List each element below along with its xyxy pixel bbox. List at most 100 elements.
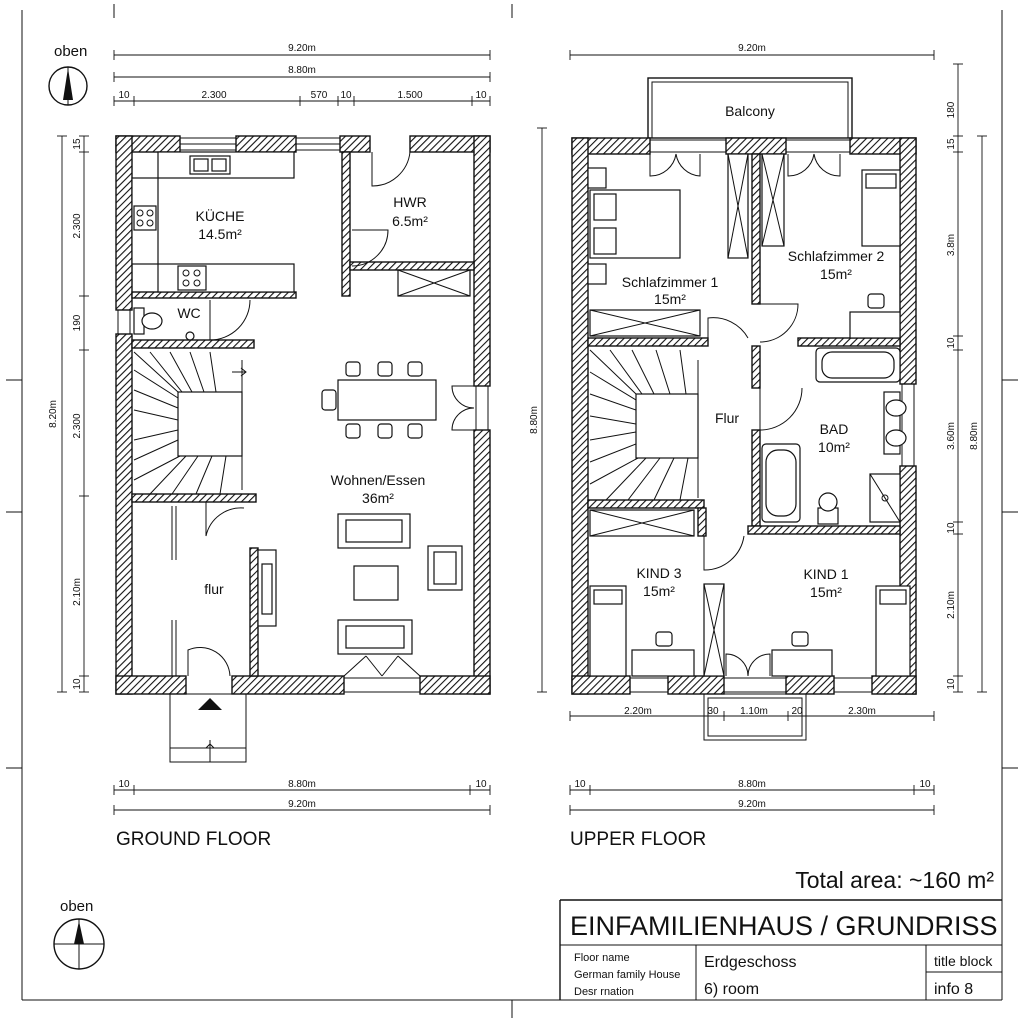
gf-terrace-door	[451, 385, 475, 431]
north-arrow-top: oben	[48, 43, 88, 106]
gf-windows	[117, 137, 489, 693]
gf-dim-seg-3: 570	[311, 90, 328, 101]
uf-room-kind3-name: KIND 3	[636, 565, 681, 581]
gf-room-wohnen-area: 36m²	[362, 490, 394, 506]
gf-dims-bottom: 10 8.80m 10 9.20m	[113, 779, 491, 815]
uf-dim-bottom-right: 10	[919, 779, 931, 790]
title-block-right-top: title block	[934, 953, 993, 969]
gf-dim-overall: 9.20m	[288, 43, 316, 54]
uf-dim-right-seg-3: 3.8m	[946, 234, 957, 256]
gf-room-wohnen-name: Wohnen/Essen	[331, 472, 426, 488]
uf-stairs	[589, 349, 699, 501]
gf-dim-bottom-left: 10	[118, 779, 130, 790]
uf-interior-walls	[587, 153, 901, 537]
gf-room-kueche-area: 14.5m²	[198, 226, 242, 242]
upper-floor-plan: 9.20m 8.80m 180 15 3.8m 10 3.60m 10	[529, 43, 987, 850]
title-block-title: EINFAMILIENHAUS / GRUNDRISS	[570, 911, 998, 941]
title-block-right-bottom: info 8	[934, 981, 973, 998]
ground-floor-plan: 9.20m 8.80m 10 2.300 570 10 1.500 10 8	[48, 43, 491, 850]
gf-dim-seg-1: 10	[118, 90, 130, 101]
uf-dim-below-3: 1.10m	[740, 706, 768, 717]
gf-kitchen-fixtures	[131, 151, 295, 293]
gf-dim-left-seg-2: 2.300	[72, 213, 83, 238]
gf-dim-seg-5: 1.500	[397, 90, 422, 101]
uf-dim-below-2: 30	[707, 706, 719, 717]
uf-kind1-furniture	[725, 585, 911, 677]
uf-dim-right-seg-1: 180	[946, 101, 957, 118]
uf-dim-bottom-overall: 9.20m	[738, 799, 766, 810]
uf-dim-right-seg-8: 10	[946, 678, 957, 690]
ground-floor-dims-left: 8.20m 15 2.300 190 2.300 2.10m 10	[48, 135, 89, 693]
gf-room-kueche-name: KÜCHE	[195, 207, 244, 224]
uf-kind3-furniture	[589, 509, 695, 677]
uf-room-bad-area: 10m²	[818, 439, 850, 455]
gf-living-furniture	[337, 513, 463, 677]
gf-dim-left-seg-1: 15	[72, 138, 83, 150]
uf-dim-right-seg-2: 15	[946, 138, 957, 150]
gf-dim-left-seg-4: 2.300	[72, 413, 83, 438]
title-block-floor-name: Erdgeschoss	[704, 954, 797, 971]
north-arrow-bottom: oben	[53, 898, 105, 970]
uf-room-kind3-area: 15m²	[643, 583, 675, 599]
gf-dim-left-seg-3: 190	[72, 314, 83, 331]
uf-dim-below-1: 2.20m	[624, 706, 652, 717]
uf-dims-below: 2.20m 30 1.10m 20 2.30m	[569, 706, 935, 721]
gf-wc-fixtures	[133, 299, 251, 341]
uf-room-sz1-area: 15m²	[654, 291, 686, 307]
uf-dim-right-seg-7: 2.10m	[946, 591, 957, 619]
gf-dim-bottom-right: 10	[475, 779, 487, 790]
gf-dim-left-overall: 8.20m	[48, 400, 59, 428]
uf-room-sz2-area: 15m²	[820, 266, 852, 282]
gf-dim-left-seg-6: 10	[72, 678, 83, 690]
uf-dim-below-4: 20	[791, 706, 803, 717]
gf-dim-inner: 8.80m	[288, 65, 316, 76]
uf-dim-right-seg-6: 10	[946, 522, 957, 534]
uf-room-kind1-name: KIND 1	[803, 566, 848, 582]
uf-room-kind1-area: 15m²	[810, 584, 842, 600]
total-area: Total area: ~160 m²	[795, 867, 994, 893]
gf-dim-left-seg-5: 2.10m	[72, 578, 83, 606]
uf-room-flur-name: Flur	[715, 410, 739, 426]
title-block: EINFAMILIENHAUS / GRUNDRISS Floor name G…	[559, 899, 1002, 1000]
uf-bedroom-2-furniture	[759, 153, 901, 343]
uf-flur-doors	[703, 387, 803, 677]
title-block-label-3: Desr rnation	[574, 986, 634, 998]
gf-hwr-fixtures	[351, 151, 471, 297]
uf-bathroom-fixtures	[761, 347, 907, 525]
gf-room-wc-name: WC	[177, 305, 200, 321]
north-arrow-bottom-label: oben	[60, 898, 93, 915]
gf-dim-seg-4: 10	[340, 90, 352, 101]
ground-floor-label: GROUND FLOOR	[116, 829, 271, 850]
ground-floor-dims-top: 9.20m 8.80m 10 2.300 570 10 1.500 10	[113, 43, 491, 106]
uf-dims-bottom: 10 8.80m 10 9.20m	[569, 779, 935, 815]
gf-dim-seg-2: 2.300	[201, 90, 226, 101]
uf-room-sz1-name: Schlafzimmer 1	[622, 274, 719, 290]
gf-room-flur-name: flur	[204, 581, 224, 597]
title-block-label-1: Floor name	[574, 952, 630, 964]
gf-dim-bottom-inner: 8.80m	[288, 779, 316, 790]
uf-dim-right-overall: 8.80m	[969, 422, 980, 450]
title-block-rooms: 6) room	[704, 981, 759, 998]
uf-dim-right-seg-4: 10	[946, 337, 957, 349]
gf-dim-bottom-overall: 9.20m	[288, 799, 316, 810]
uf-bedroom-1-furniture	[587, 153, 749, 339]
title-block-label-2: German family House	[574, 969, 680, 981]
uf-dims-right: 180 15 3.8m 10 3.60m 10 2.10m 10 8.80m	[946, 63, 987, 693]
gf-room-hwr-name: HWR	[393, 194, 426, 210]
gf-dining-table	[321, 361, 437, 439]
uf-room-sz2-name: Schlafzimmer 2	[788, 248, 885, 264]
uf-room-balcony-name: Balcony	[725, 103, 775, 119]
north-arrow-top-label: oben	[54, 43, 87, 60]
uf-dims-top: 9.20m	[569, 43, 935, 60]
uf-dim-bottom-inner: 8.80m	[738, 779, 766, 790]
gf-room-hwr-area: 6.5m²	[392, 213, 428, 229]
uf-dim-below-5: 2.30m	[848, 706, 876, 717]
uf-dim-left-overall: 8.80m	[529, 406, 540, 434]
uf-dim-right-seg-5: 3.60m	[946, 422, 957, 450]
gf-stairs	[133, 351, 247, 495]
upper-floor-label: UPPER FLOOR	[570, 829, 706, 850]
gf-entry-fixtures	[169, 502, 277, 763]
gf-dim-seg-6: 10	[475, 90, 487, 101]
uf-dim-overall: 9.20m	[738, 43, 766, 54]
